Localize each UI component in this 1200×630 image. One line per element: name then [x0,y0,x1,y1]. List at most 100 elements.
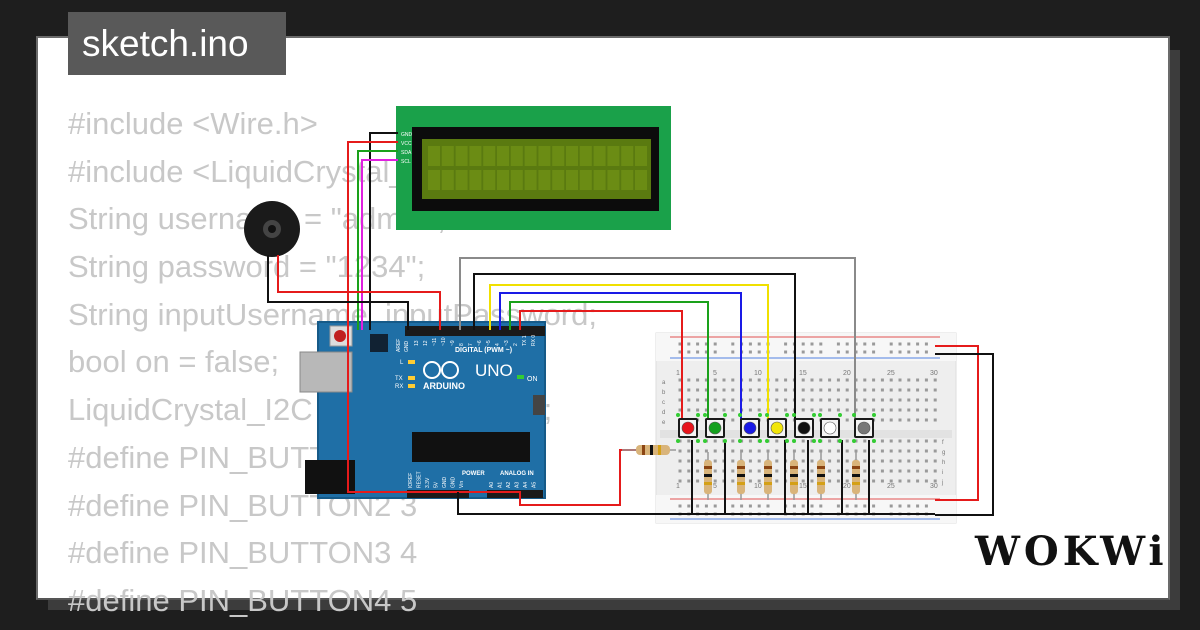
bb-hole [898,439,902,443]
bb-hole [889,342,893,346]
bb-hole [916,342,920,346]
pushbutton-cap[interactable] [797,421,811,435]
bb-hole [678,449,682,453]
bb-row-letter: e [662,420,666,426]
bb-hole [872,398,876,402]
power-header[interactable] [407,490,469,498]
bb-hole [872,449,876,453]
bb-hole [907,439,911,443]
bb-hole [713,378,717,382]
bb-hole [828,378,832,382]
bb-hole [872,378,876,382]
pushbutton-cap[interactable] [681,421,695,435]
pin-indicator [785,413,789,417]
buzzer[interactable] [244,201,300,257]
digital-pin-label: 8 [459,343,465,346]
bb-hole [819,350,823,354]
bb-hole [792,449,796,453]
bb-hole [731,398,735,402]
lcd-pin-label: SCL [401,159,411,165]
bb-col-label: 30 [930,483,938,490]
lcd-cell [441,170,454,190]
bb-row-letter: b [662,390,666,396]
bb-row-letter: i [942,470,943,476]
bb-hole [880,418,884,422]
power-pin-label: IOREF [408,473,414,488]
bb-hole [898,350,902,354]
bb-hole [801,342,805,346]
bb-row-letter: c [662,400,665,406]
pin-indicator [676,439,680,443]
pin-indicator [872,413,876,417]
lcd-cell [483,146,496,166]
resistor-band [817,466,825,469]
wire-btn-red [519,310,683,425]
bb-hole [863,449,867,453]
lcd-display[interactable]: GND VCC SDA SCL [396,106,671,230]
bb-hole [775,398,779,402]
bb-hole [687,342,691,346]
resistor-band [852,474,860,477]
atmega-chip [412,432,530,462]
bb-hole [757,378,761,382]
analog-label: ANALOG IN [500,471,534,477]
on-label: ON [527,376,538,383]
bb-hole [889,418,893,422]
bb-hole [880,378,884,382]
project-title[interactable]: sketch.ino [68,12,286,75]
bb-hole [898,418,902,422]
bb-hole [775,378,779,382]
bb-hole [678,342,682,346]
pin-indicator [818,439,822,443]
code-line: #define PIN_BUTTON3 4 [68,535,418,571]
digital-header[interactable] [405,326,545,336]
wire-lcd-vcc [347,141,640,506]
bb-hole [810,449,814,453]
bb-hole [704,378,708,382]
resistor-band [790,474,798,477]
bb-hole [828,388,832,392]
pushbutton-cap[interactable] [743,421,757,435]
bb-hole [748,449,752,453]
pin-indicator [696,413,700,417]
bb-hole [731,479,735,483]
wokwi-logo[interactable]: WOKWi [975,528,1168,575]
bb-hole [687,408,691,412]
bb-hole [792,504,796,508]
bb-hole [889,469,893,473]
pushbutton-cap[interactable] [770,421,784,435]
bb-hole [898,449,902,453]
bb-hole [687,504,691,508]
bb-hole [828,479,832,483]
bb-hole [748,388,752,392]
bb-hole [696,504,700,508]
bb-col-label: 30 [930,370,938,377]
usb-port [299,351,353,393]
bb-hole [757,398,761,402]
pushbutton-cap[interactable] [708,421,722,435]
reset-button[interactable] [334,330,346,342]
lcd-cell [441,146,454,166]
bb-hole [924,378,928,382]
push-buttons[interactable] [676,413,876,443]
lcd-cell [607,146,620,166]
bb-hole [731,378,735,382]
code-line: #include <Wire.h> [68,106,318,141]
resistor-band [852,466,860,469]
bb-hole [836,350,840,354]
pushbutton-cap[interactable] [857,421,871,435]
analog-header[interactable] [487,490,543,498]
digital-pin-label: ~10 [441,337,447,346]
bb-hole [678,378,682,382]
bb-hole [924,449,928,453]
bb-hole [696,449,700,453]
bb-col-label: 1 [676,370,680,377]
pushbutton-cap[interactable] [823,421,837,435]
bb-hole [889,439,893,443]
bb-hole [916,439,920,443]
bb-hole [872,350,876,354]
bb-hole [766,504,770,508]
bb-hole [845,408,849,412]
bb-hole [924,350,928,354]
